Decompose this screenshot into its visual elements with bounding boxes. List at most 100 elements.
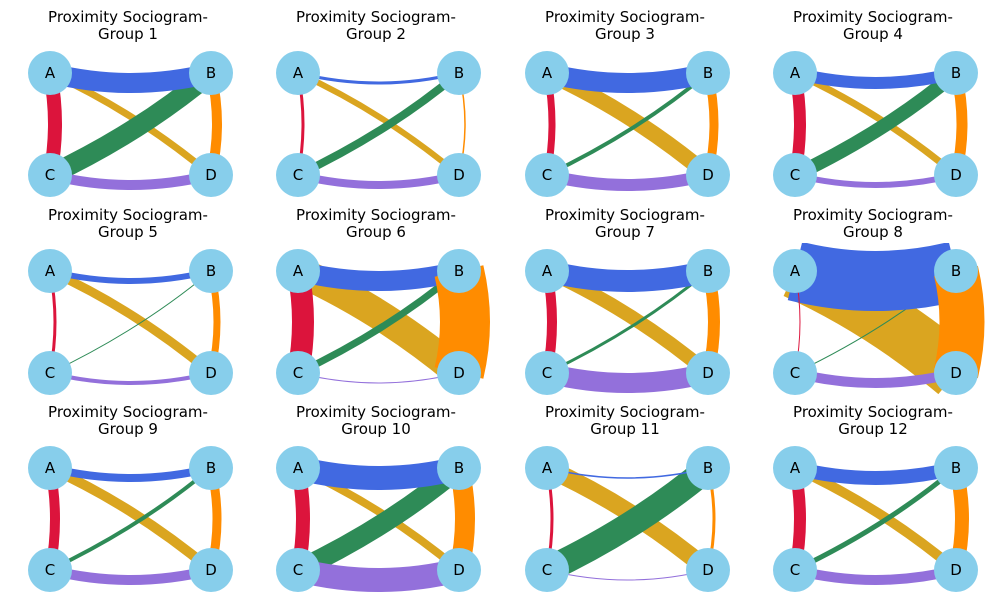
node-label-a: A xyxy=(542,459,553,477)
node-label-c: C xyxy=(45,166,55,184)
node-label-d: D xyxy=(453,364,465,382)
node-c xyxy=(28,351,72,395)
node-a xyxy=(276,249,320,293)
node-label-c: C xyxy=(790,561,800,579)
panel-title-line2: Group 6 xyxy=(346,223,406,241)
node-a xyxy=(28,446,72,490)
node-d xyxy=(686,153,730,197)
edge-c-d xyxy=(48,170,213,190)
node-a xyxy=(525,446,569,490)
node-label-d: D xyxy=(205,561,217,579)
node-c xyxy=(773,351,817,395)
node-label-b: B xyxy=(703,262,713,280)
node-label-a: A xyxy=(45,64,56,82)
node-b xyxy=(189,249,233,293)
panel-title-line2: Group 3 xyxy=(595,25,655,43)
node-b xyxy=(934,446,978,490)
node-b xyxy=(437,51,481,95)
node-label-c: C xyxy=(542,166,552,184)
node-a xyxy=(28,51,72,95)
edge-a-b xyxy=(49,464,212,482)
node-d xyxy=(437,153,481,197)
node-label-d: D xyxy=(950,166,962,184)
node-label-b: B xyxy=(951,262,961,280)
edge-c-d xyxy=(545,169,710,191)
panel-title-line1: Proximity Sociogram- xyxy=(48,8,208,26)
edge-a-b xyxy=(544,63,711,93)
panel-title-line1: Proximity Sociogram- xyxy=(48,403,208,421)
node-c xyxy=(525,548,569,592)
node-b xyxy=(189,446,233,490)
node-label-d: D xyxy=(702,561,714,579)
node-label-a: A xyxy=(293,64,304,82)
node-label-a: A xyxy=(293,262,304,280)
node-label-c: C xyxy=(45,561,55,579)
panel-title-line2: Group 11 xyxy=(590,420,660,438)
edge-a-b xyxy=(295,456,462,490)
node-d xyxy=(934,153,978,197)
node-label-d: D xyxy=(453,166,465,184)
node-b xyxy=(934,51,978,95)
node-b xyxy=(437,446,481,490)
edge-a-b xyxy=(787,243,964,311)
node-a xyxy=(276,446,320,490)
node-d xyxy=(189,153,233,197)
node-label-b: B xyxy=(703,64,713,82)
node-b xyxy=(934,249,978,293)
panel-title-line1: Proximity Sociogram- xyxy=(793,206,953,224)
node-label-a: A xyxy=(45,262,56,280)
node-d xyxy=(934,548,978,592)
node-label-a: A xyxy=(45,459,56,477)
edge-c-d xyxy=(48,565,213,585)
node-label-a: A xyxy=(790,64,801,82)
panel-title-line1: Proximity Sociogram- xyxy=(296,8,456,26)
node-label-d: D xyxy=(702,166,714,184)
node-d xyxy=(189,548,233,592)
node-a xyxy=(773,51,817,95)
node-label-c: C xyxy=(790,166,800,184)
edge-c-d xyxy=(297,372,460,384)
node-a xyxy=(525,249,569,293)
edge-a-b xyxy=(793,461,958,485)
node-label-b: B xyxy=(454,64,464,82)
node-d xyxy=(686,548,730,592)
node-label-b: B xyxy=(951,459,961,477)
node-c xyxy=(28,153,72,197)
node-label-c: C xyxy=(790,364,800,382)
node-d xyxy=(437,548,481,592)
panel-title-line1: Proximity Sociogram- xyxy=(545,8,705,26)
edge-c-d xyxy=(297,171,460,189)
node-label-d: D xyxy=(205,166,217,184)
node-label-c: C xyxy=(293,364,303,382)
node-label-d: D xyxy=(453,561,465,579)
node-c xyxy=(276,153,320,197)
panel-title-line1: Proximity Sociogram- xyxy=(545,206,705,224)
edge-c-d xyxy=(295,558,462,592)
edge-a-b xyxy=(793,67,958,89)
panel-title-line2: Group 5 xyxy=(98,223,158,241)
panel-title-line1: Proximity Sociogram- xyxy=(545,403,705,421)
panel-title-line2: Group 9 xyxy=(98,420,158,438)
node-a xyxy=(276,51,320,95)
node-label-a: A xyxy=(542,64,553,82)
node-label-b: B xyxy=(206,64,216,82)
panel-title-line2: Group 8 xyxy=(843,223,903,241)
node-b xyxy=(686,51,730,95)
panel-title-line1: Proximity Sociogram- xyxy=(48,206,208,224)
edge-b-c xyxy=(296,69,462,179)
node-d xyxy=(934,351,978,395)
node-d xyxy=(437,351,481,395)
edge-c-d xyxy=(794,172,957,188)
node-label-a: A xyxy=(790,262,801,280)
panel-title-line1: Proximity Sociogram- xyxy=(296,206,456,224)
node-a xyxy=(525,51,569,95)
node-b xyxy=(686,249,730,293)
